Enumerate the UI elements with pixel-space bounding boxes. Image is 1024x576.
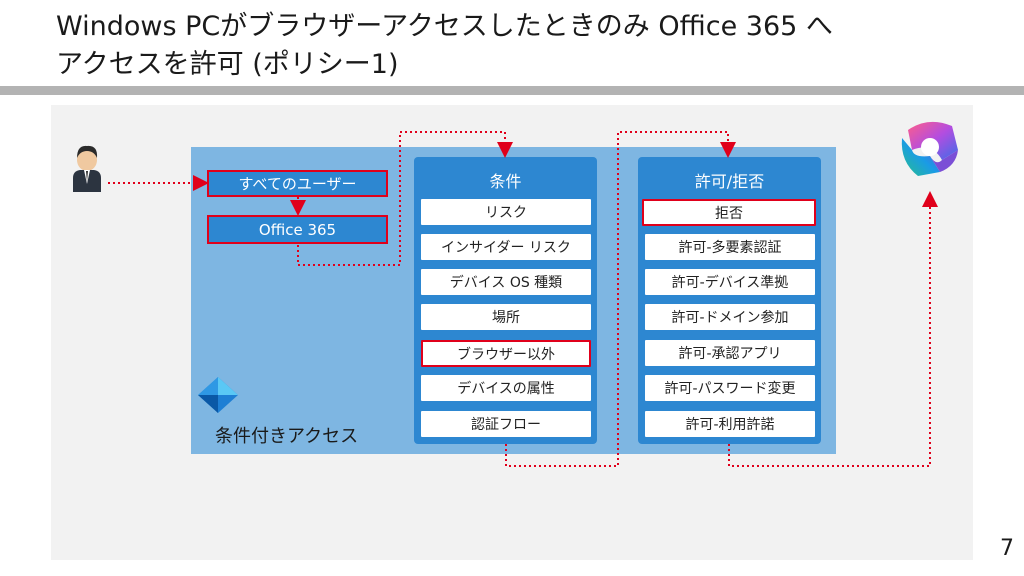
flow-connectors xyxy=(108,131,938,467)
conditional-access-icon xyxy=(198,377,238,413)
user-person-icon xyxy=(73,145,101,192)
grant-terms-of-use: 許可-利用許諾 xyxy=(645,411,815,437)
office365-box: Office 365 xyxy=(207,215,388,244)
condition-location: 場所 xyxy=(421,304,591,330)
grant-title: 許可/拒否 xyxy=(694,172,765,191)
all-users-box: すべてのユーザー xyxy=(207,170,388,197)
slide-title: Windows PCがブラウザーアクセスしたときのみ Office 365 へ … xyxy=(56,8,996,84)
page-number: 7 xyxy=(1000,536,1014,561)
grant-domain-joined: 許可-ドメイン参加 xyxy=(645,304,815,330)
grant-password-change: 許可-パスワード変更 xyxy=(645,375,815,401)
grant-block: 拒否 xyxy=(642,199,816,226)
condition-insider-risk: インサイダー リスク xyxy=(421,234,591,260)
slide-title-line-2: アクセスを許可 (ポリシー1) xyxy=(56,49,399,80)
conditions-title: 条件 xyxy=(489,172,522,191)
condition-auth-flow: 認証フロー xyxy=(421,411,591,437)
connector-conditions-to-grant xyxy=(505,131,736,467)
grant-mfa: 許可-多要素認証 xyxy=(645,234,815,260)
grant-device-compliant: 許可-デバイス準拠 xyxy=(645,269,815,295)
condition-device-attributes: デバイスの属性 xyxy=(421,375,591,401)
condition-device-os: デバイス OS 種類 xyxy=(421,269,591,295)
condition-non-browser: ブラウザー以外 xyxy=(421,340,591,367)
condition-risk: リスク xyxy=(421,199,591,225)
conditional-access-label: 条件付きアクセス xyxy=(215,426,359,447)
slide-title-line-1: Windows PCがブラウザーアクセスしたときのみ Office 365 へ xyxy=(56,11,833,42)
connector-grant-to-office xyxy=(728,191,938,467)
microsoft-365-logo-icon xyxy=(901,121,958,176)
title-divider xyxy=(0,86,1024,95)
grant-approved-app: 許可-承認アプリ xyxy=(645,340,815,366)
connector-app-to-conditions xyxy=(297,131,513,266)
